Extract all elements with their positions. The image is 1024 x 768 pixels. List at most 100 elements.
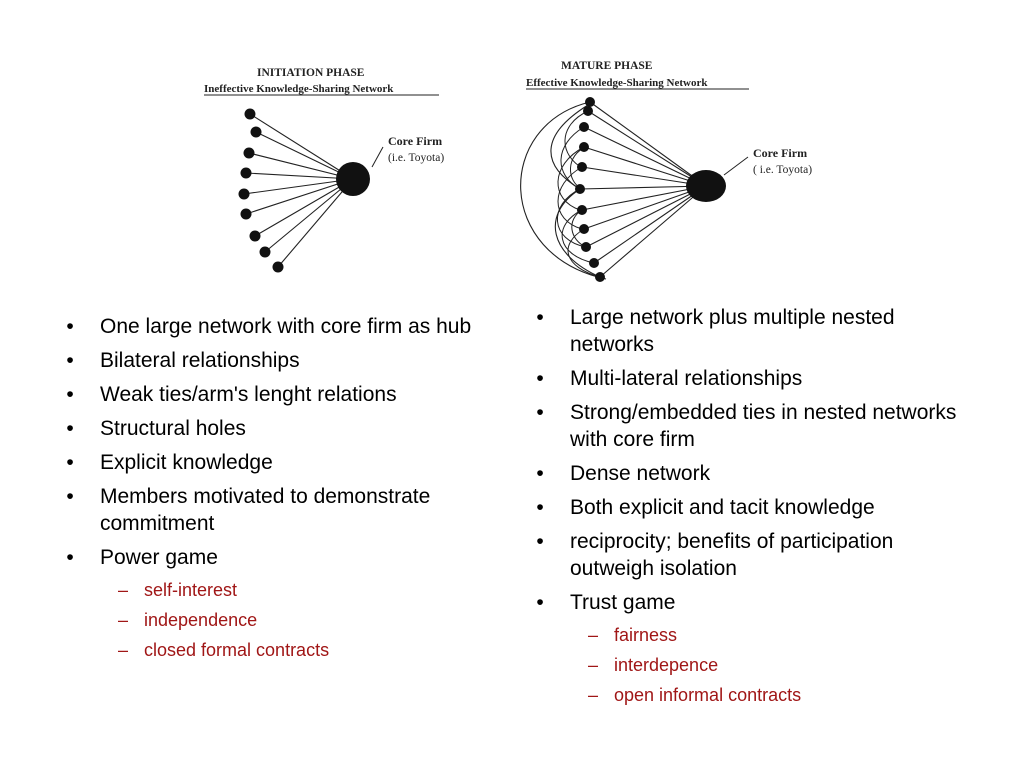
- mature-outer-arcs: [520, 101, 607, 280]
- mature-member-nodes: [575, 97, 605, 282]
- bullet-marker: •: [536, 306, 544, 329]
- bullet-marker: •: [536, 462, 544, 485]
- initiation-network-svg: INITIATION PHASE Ineffective Knowledge-S…: [204, 67, 444, 273]
- member-node: [243, 147, 255, 159]
- member-node: [240, 167, 252, 179]
- member-node: [579, 122, 589, 132]
- initiation-phase-subtitle: Ineffective Knowledge-Sharing Network: [204, 83, 394, 95]
- sub-list-item-text: open informal contracts: [614, 685, 802, 705]
- sub-list-item: –closed formal contracts: [100, 639, 480, 661]
- member-node: [577, 205, 587, 215]
- list-item-text: Large network plus multiple nested netwo…: [570, 306, 895, 356]
- member-node: [579, 142, 589, 152]
- sub-list-item: –fairness: [570, 624, 970, 646]
- list-item-text: Strong/embedded ties in nested networks …: [570, 401, 957, 451]
- list-item: • Dense network: [530, 460, 970, 487]
- list-item-text: Structural holes: [100, 417, 246, 440]
- mature-core-example: ( i.e. Toyota): [753, 164, 812, 176]
- power-game-sublist: –self-interest –independence –closed for…: [100, 579, 480, 661]
- bullet-marker: •: [66, 451, 74, 474]
- bullet-marker: •: [66, 349, 74, 372]
- mature-characteristics-list: • Large network plus multiple nested netw…: [530, 304, 970, 714]
- list-item: • One large network with core firm as hub: [60, 313, 480, 340]
- member-node: [579, 224, 589, 234]
- initiation-characteristics-list: • One large network with core firm as hub…: [60, 313, 480, 669]
- list-item-text: Bilateral relationships: [100, 349, 300, 372]
- sub-list-item-text: fairness: [614, 625, 678, 645]
- mature-nested-arcs: [556, 110, 601, 278]
- member-node: [581, 242, 591, 252]
- bullet-marker: •: [536, 401, 544, 424]
- sub-list-item: –self-interest: [100, 579, 480, 601]
- list-item-text: Dense network: [570, 462, 711, 485]
- mature-spokes: [579, 101, 707, 278]
- sub-list-item-text: closed formal contracts: [144, 640, 330, 660]
- dash-marker: –: [587, 655, 598, 675]
- list-item: • Members motivated to demonstrate commit…: [60, 483, 480, 537]
- bullet-marker: •: [536, 367, 544, 390]
- list-item-text: Power game: [100, 546, 218, 569]
- member-node: [583, 106, 593, 116]
- sub-list-item-text: independence: [144, 610, 258, 630]
- bullet-marker: •: [66, 417, 74, 440]
- dash-marker: –: [117, 610, 128, 630]
- sub-list-item: –open informal contracts: [570, 684, 970, 706]
- list-item: •reciprocity; benefits of participation …: [530, 528, 970, 582]
- bullet-marker: •: [66, 315, 74, 338]
- member-node: [575, 184, 585, 194]
- list-item-text: Members motivated to demonstrate commitm…: [100, 485, 431, 535]
- member-node: [595, 272, 605, 282]
- initiation-spokes: [243, 113, 354, 268]
- bullet-marker: •: [66, 546, 74, 569]
- list-item-text: Multi-lateral relationships: [570, 367, 803, 390]
- mature-phase-title: MATURE PHASE: [561, 60, 653, 72]
- mature-phase-subtitle: Effective Knowledge-Sharing Network: [526, 77, 708, 89]
- list-item-text: Both explicit and tacit knowledge: [570, 496, 875, 519]
- list-item-text: Weak ties/arm's lenght relations: [100, 383, 397, 406]
- mature-network-diagram: MATURE PHASE Effective Knowledge-Sharing…: [520, 55, 840, 295]
- dash-marker: –: [117, 640, 128, 660]
- initiation-member-nodes: [238, 108, 284, 273]
- list-item: •Trust game –fairness –interdepence –ope…: [530, 589, 970, 706]
- mature-core-pointer: [723, 156, 749, 176]
- list-item: • Strong/embedded ties in nested networks…: [530, 399, 970, 453]
- dash-marker: –: [587, 625, 598, 645]
- trust-game-sublist: –fairness –interdepence –open informal c…: [570, 624, 970, 706]
- member-node: [244, 108, 256, 120]
- list-item: • Both explicit and tacit knowledge: [530, 494, 970, 521]
- list-item: • Power game –self-interest –independence…: [60, 544, 480, 661]
- member-node: [585, 97, 595, 107]
- initiation-core-example: (i.e. Toyota): [388, 152, 444, 164]
- list-item: • Bilateral relationships: [60, 347, 480, 374]
- bullet-marker: •: [66, 485, 74, 508]
- dash-marker: –: [587, 685, 598, 705]
- mature-core-firm-node: [686, 170, 726, 202]
- list-item: • Multi-lateral relationships: [530, 365, 970, 392]
- initiation-core-pointer: [371, 146, 384, 168]
- member-node: [589, 258, 599, 268]
- dash-marker: –: [117, 580, 128, 600]
- list-item: • Structural holes: [60, 415, 480, 442]
- initiation-core-firm-node: [336, 162, 370, 196]
- list-item-text: One large network with core firm as hub: [100, 315, 472, 338]
- member-node: [249, 230, 261, 242]
- member-node: [238, 188, 250, 200]
- list-item-text: Explicit knowledge: [100, 451, 273, 474]
- member-node: [259, 246, 271, 258]
- mature-core-label: Core Firm: [753, 146, 807, 160]
- sub-list-item: –independence: [100, 609, 480, 631]
- mature-network-svg: MATURE PHASE Effective Knowledge-Sharing…: [520, 60, 812, 282]
- member-node: [240, 208, 252, 220]
- initiation-phase-title: INITIATION PHASE: [257, 67, 365, 79]
- initiation-core-label: Core Firm: [388, 134, 442, 148]
- list-item-text: reciprocity; benefits of participation o…: [570, 530, 894, 580]
- sub-list-item: –interdepence: [570, 654, 970, 676]
- member-node: [250, 126, 262, 138]
- bullet-marker: •: [66, 383, 74, 406]
- sub-list-item-text: interdepence: [614, 655, 719, 675]
- member-node: [272, 261, 284, 273]
- list-item-text: Trust game: [570, 591, 676, 614]
- bullet-marker: •: [536, 496, 544, 519]
- list-item: • Explicit knowledge: [60, 449, 480, 476]
- initiation-network-diagram: INITIATION PHASE Ineffective Knowledge-S…: [195, 55, 475, 285]
